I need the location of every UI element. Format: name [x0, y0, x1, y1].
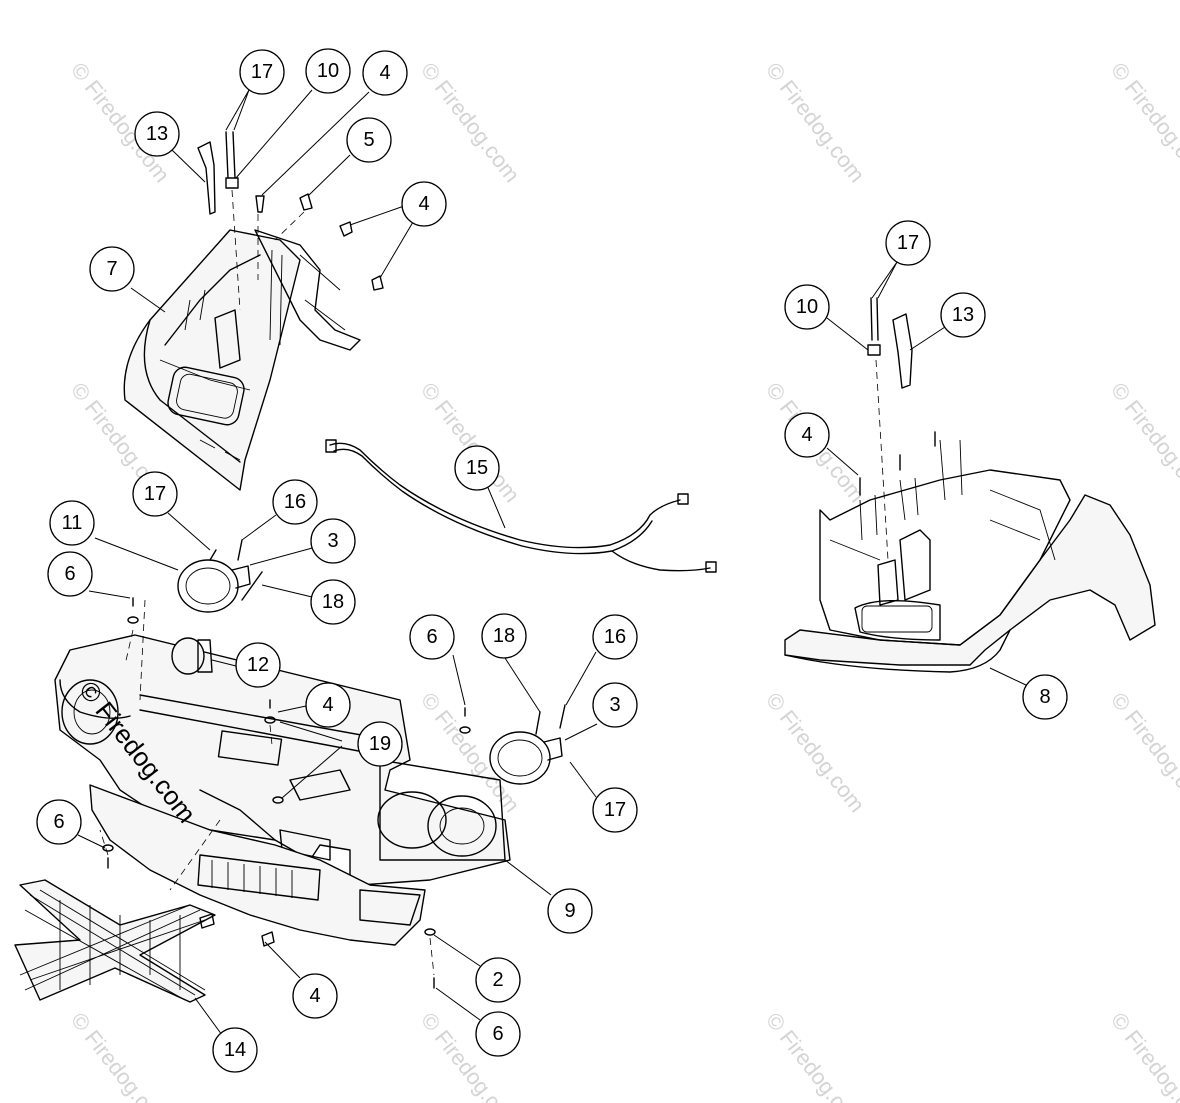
callout-label: 3 [327, 530, 338, 552]
callout: 6 [409, 614, 455, 660]
callout-label: 19 [369, 733, 391, 755]
callout: 19 [357, 721, 403, 767]
callout-label: 4 [801, 424, 812, 446]
callout: 4 [292, 973, 338, 1019]
callout-label: 15 [466, 457, 488, 479]
rear-hardware [859, 297, 936, 561]
callout: 11 [49, 500, 95, 546]
callouts: 17 10 4 13 5 4 7 15 17 16 11 3 6 18 12 4… [36, 48, 1068, 1073]
callout: 16 [272, 479, 318, 525]
callout-label: 11 [62, 512, 83, 534]
callout-label: 2 [492, 969, 503, 991]
callout-label: 6 [53, 811, 64, 833]
callout-label: 4 [418, 193, 429, 215]
callout: 17 [239, 49, 285, 95]
callout: 7 [89, 246, 135, 292]
callout: 6 [47, 551, 93, 597]
watermark-text: © Firedog.com [1106, 58, 1180, 187]
callout-label: 12 [247, 654, 269, 676]
callout-label: 17 [604, 799, 626, 821]
callout-label: 6 [492, 1023, 503, 1045]
callout: 18 [310, 579, 356, 625]
callout-label: 13 [146, 123, 168, 145]
callout-label: 4 [309, 985, 320, 1007]
callout-label: 6 [426, 626, 437, 648]
callout-label: 10 [796, 296, 818, 318]
watermark-text: © Firedog.com [66, 1008, 175, 1103]
callout: 4 [362, 50, 408, 96]
watermark-layer: © Firedog.com © Firedog.com © Firedog.co… [66, 58, 1180, 1103]
callout: 17 [132, 471, 178, 517]
callout-label: 7 [106, 258, 117, 280]
callout-label: 9 [564, 900, 575, 922]
callout: 17 [592, 787, 638, 833]
callout: 13 [134, 111, 180, 157]
watermark-text: © Firedog.com [761, 58, 870, 187]
lower-valance [89, 784, 426, 946]
callout-label: 3 [609, 694, 620, 716]
callout-label: 14 [224, 1039, 246, 1061]
callout: 14 [212, 1027, 258, 1073]
callout-label: 8 [1039, 686, 1050, 708]
callout: 13 [940, 292, 986, 338]
grille-x [14, 879, 216, 1003]
callout: 6 [36, 799, 82, 845]
callout: 17 [885, 220, 931, 266]
callout-label: 18 [493, 625, 515, 647]
callout-label: 17 [897, 232, 919, 254]
callout-label: 17 [144, 483, 166, 505]
right-light-assembly [489, 704, 566, 785]
left-light-assembly [177, 539, 263, 613]
callout: 2 [475, 957, 521, 1003]
callout: 18 [481, 613, 527, 659]
callout-label: 10 [317, 60, 339, 82]
wire-harness [325, 439, 717, 573]
watermark-text: © Firedog.com [1106, 1008, 1180, 1103]
callout-label: 6 [64, 563, 75, 585]
front-upper-panel [123, 229, 361, 491]
rear-body [784, 439, 1156, 673]
callout-label: 5 [363, 129, 374, 151]
callout: 5 [346, 117, 392, 163]
callout: 3 [592, 682, 638, 728]
callout: 12 [235, 642, 281, 688]
watermark-text: © Firedog.com [761, 1008, 870, 1103]
callout: 8 [1022, 674, 1068, 720]
callout-label: 16 [284, 491, 306, 513]
watermark-text: © Firedog.com [416, 58, 525, 187]
watermark-text: © Firedog.com [1106, 688, 1180, 817]
watermark-text: © Firedog.com [761, 688, 870, 817]
leader-lines [77, 89, 1029, 1036]
callout-label: 4 [322, 694, 333, 716]
callout: 4 [784, 412, 830, 458]
callout: 10 [305, 48, 351, 94]
callout: 6 [475, 1011, 521, 1057]
callout: 4 [401, 181, 447, 227]
watermark-text: © Firedog.com [1106, 378, 1180, 507]
callout-label: 13 [952, 304, 974, 326]
callout: 9 [547, 888, 593, 934]
callout: 16 [592, 614, 638, 660]
callout-label: 17 [251, 61, 273, 83]
callout: 3 [310, 518, 356, 564]
callout: 15 [454, 445, 500, 491]
callout-label: 18 [322, 591, 344, 613]
bulb-12 [171, 637, 213, 675]
callout-label: 4 [379, 62, 390, 84]
upper-hardware [197, 131, 384, 311]
fasteners [99, 597, 471, 989]
callout-label: 16 [604, 626, 626, 648]
callout: 10 [784, 284, 830, 330]
callout: 4 [305, 682, 351, 728]
